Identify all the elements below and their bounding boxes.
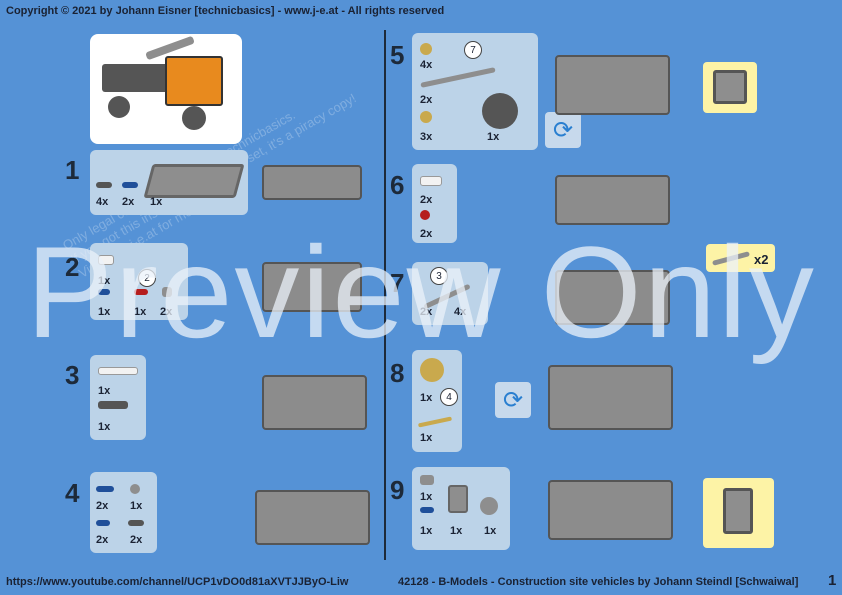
- parts-list-panel: 1x 1x 1x 1x: [412, 467, 510, 550]
- step-model: [255, 490, 370, 545]
- step-number: 9: [390, 475, 405, 505]
- footer-url[interactable]: https://www.youtube.com/channel/UCP1vDO0…: [6, 576, 349, 588]
- step-model: [262, 375, 367, 430]
- step-number: 8: [390, 358, 405, 388]
- detail-callout: x2: [706, 244, 775, 272]
- step-number: 3: [65, 360, 80, 390]
- parts-list-panel: 2x 1x 2x 2x: [90, 472, 157, 553]
- preview-watermark: Preview Only: [26, 219, 816, 365]
- watermark-text-right: [440, 558, 451, 574]
- step-model: [555, 55, 670, 115]
- parts-list-panel: 3 2x 4x: [412, 262, 488, 325]
- parts-list-panel: 2x 2x: [412, 164, 457, 243]
- step-number: 2: [65, 252, 80, 282]
- detail-callout: [703, 478, 774, 548]
- step-model: [262, 165, 362, 200]
- column-divider: [384, 30, 386, 560]
- step-model: [555, 270, 670, 325]
- step-number: 4: [65, 478, 80, 508]
- step-model: [548, 365, 673, 430]
- step-number: 6: [390, 170, 405, 200]
- rotate-model-icon: ⟳: [545, 112, 581, 148]
- footer-title: 42128 - B-Models - Construction site veh…: [398, 576, 799, 588]
- step-number: 1: [65, 155, 80, 185]
- step-number: 5: [390, 40, 405, 70]
- copyright-header: Copyright © 2021 by Johann Eisner [techn…: [6, 5, 445, 17]
- step-number: 7: [390, 268, 405, 298]
- step-model: [548, 480, 673, 540]
- step-model: [262, 262, 362, 312]
- parts-list-panel: 2 1x 1x 1x 2x: [90, 243, 188, 320]
- parts-list-panel: 1x 1x: [90, 355, 146, 440]
- detail-callout: [703, 62, 757, 113]
- rotate-model-icon: ⟳: [495, 382, 531, 418]
- finished-model-image: [90, 34, 242, 144]
- page-number: 1: [828, 572, 837, 589]
- parts-list-panel: 4x 2x 1x: [90, 150, 248, 215]
- step-model: [555, 175, 670, 225]
- parts-list-panel: 4 1x 1x: [412, 350, 462, 452]
- parts-list-panel: 7 4x 2x 3x 1x: [412, 33, 538, 150]
